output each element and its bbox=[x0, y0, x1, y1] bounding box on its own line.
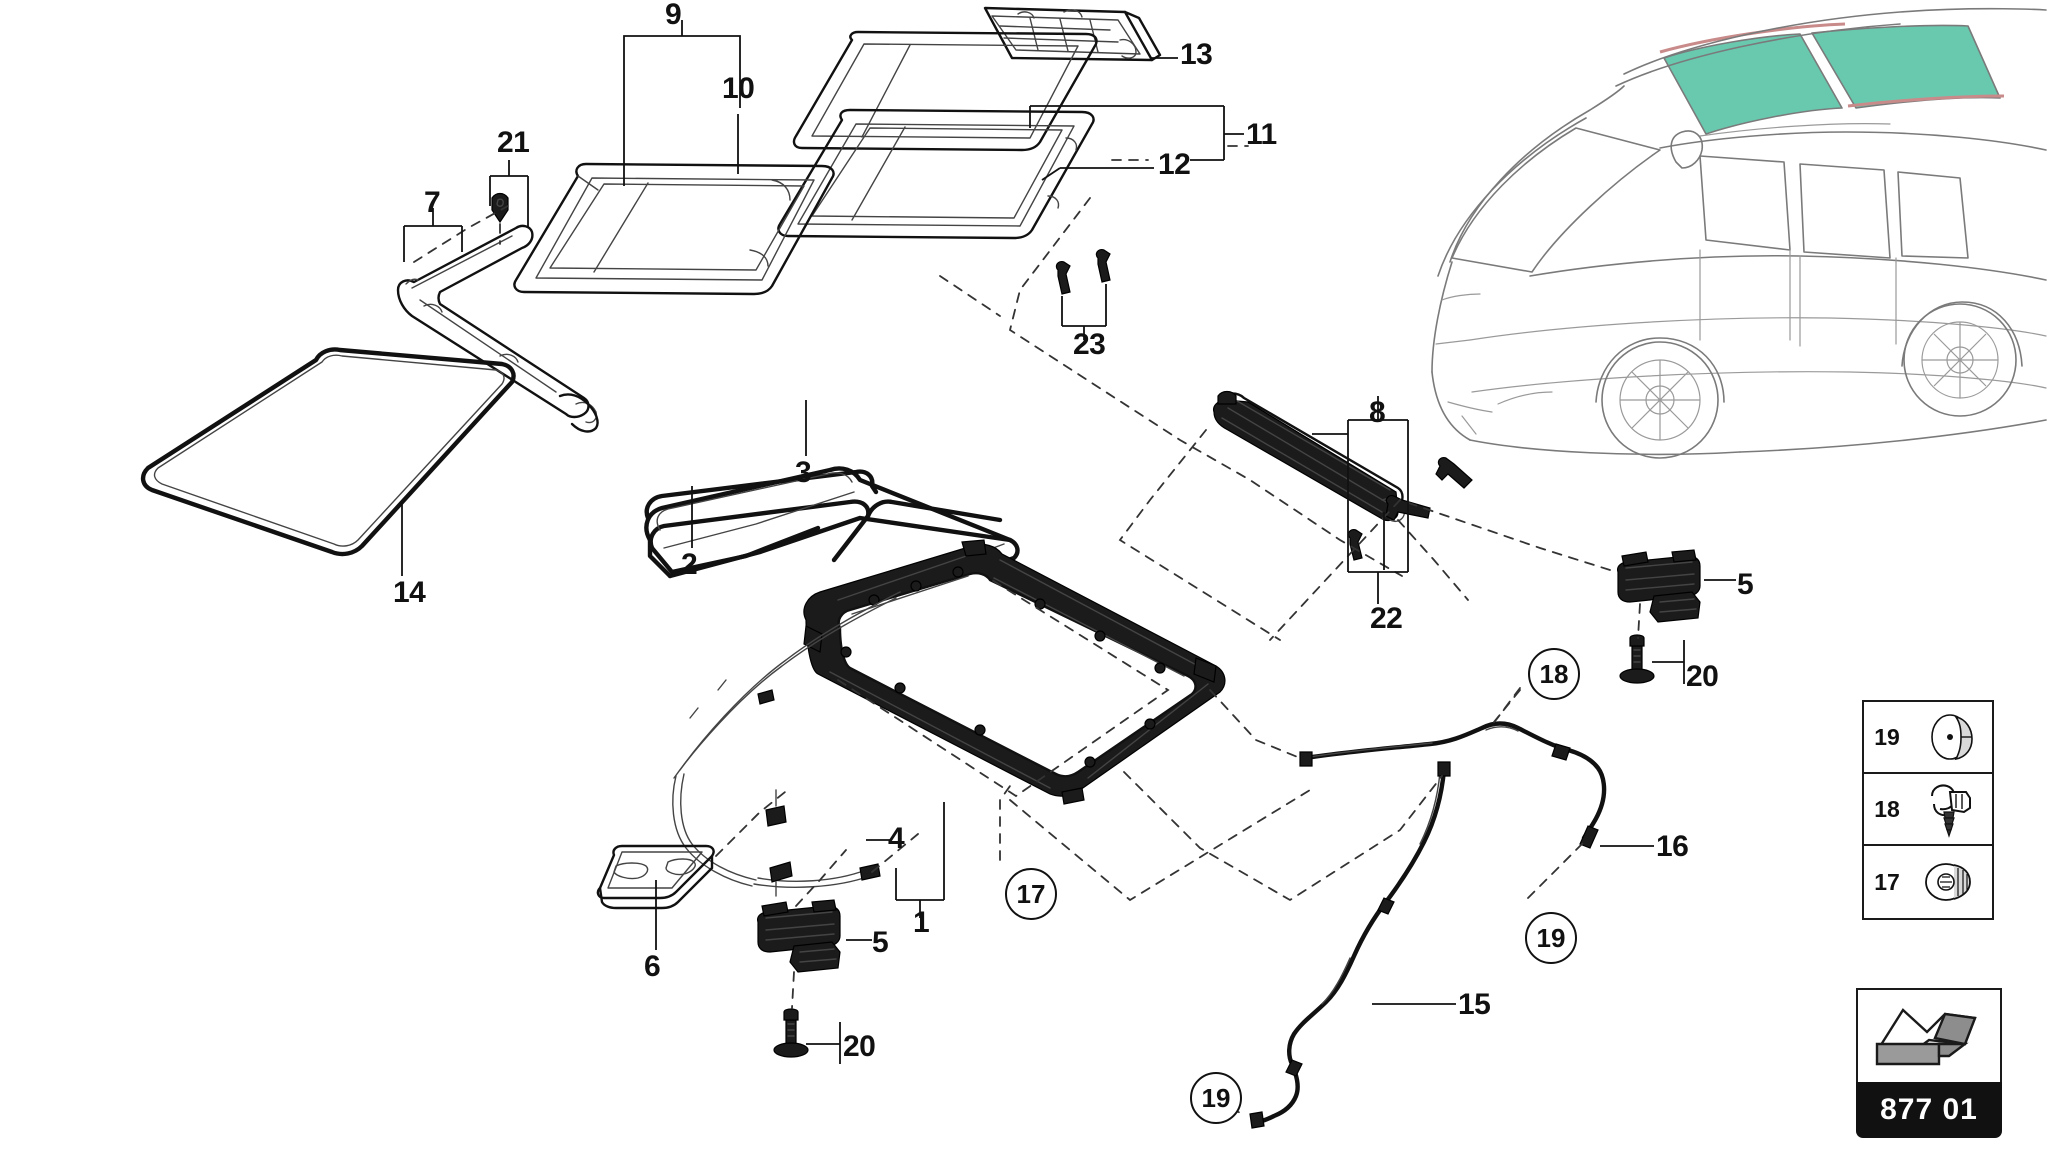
assembly-dashed-lines bbox=[413, 145, 1641, 1117]
circled-callout-18: 18 bbox=[1528, 648, 1580, 700]
part-2-3-frame-seal bbox=[644, 466, 1020, 607]
legend-number-19: 19 bbox=[1874, 723, 1900, 750]
callout-5-center: 5 bbox=[872, 926, 889, 959]
callout-16: 16 bbox=[1656, 830, 1689, 863]
part-7-front-deflector bbox=[396, 224, 599, 433]
callout-20-right: 20 bbox=[1686, 660, 1719, 693]
circled-callout-17: 17 bbox=[1005, 868, 1057, 920]
callout-21: 21 bbox=[497, 126, 530, 159]
legend-row-18: 18 bbox=[1864, 774, 1992, 846]
callout-8: 8 bbox=[1369, 396, 1386, 429]
callout-11: 11 bbox=[1246, 118, 1277, 151]
legend-table: 19 18 bbox=[1862, 700, 1994, 920]
callout-14: 14 bbox=[393, 576, 426, 609]
part-5b-drive-motor bbox=[1617, 549, 1701, 623]
callout-22: 22 bbox=[1370, 602, 1403, 635]
page-code-label: 877 01 bbox=[1856, 1082, 2002, 1138]
legend-row-19: 19 bbox=[1864, 702, 1992, 774]
part-1-sunroof-frame bbox=[803, 539, 1226, 805]
part-16-drain-hose-short bbox=[1299, 721, 1607, 849]
page-code-plate: 877 01 bbox=[1856, 988, 2002, 1140]
round-plug-cap-icon bbox=[1910, 702, 1992, 772]
part-20a-screw bbox=[773, 1008, 809, 1058]
vehicle-reference-illustration bbox=[1431, 7, 2047, 459]
callout-15: 15 bbox=[1458, 988, 1491, 1021]
circled-callout-19-b: 19 bbox=[1190, 1072, 1242, 1124]
part-20b-screw bbox=[1619, 634, 1655, 684]
callout-9: 9 bbox=[665, 0, 682, 31]
hose-clip-icon bbox=[1910, 774, 1992, 844]
callout-leaders bbox=[401, 20, 1736, 1064]
legend-row-17: 17 bbox=[1864, 846, 1992, 918]
legend-number-18: 18 bbox=[1874, 795, 1900, 822]
callout-20-center: 20 bbox=[843, 1030, 876, 1063]
circled-callout-19-a: 19 bbox=[1525, 912, 1577, 964]
callout-13: 13 bbox=[1180, 38, 1213, 71]
callout-12: 12 bbox=[1158, 148, 1191, 181]
callout-10: 10 bbox=[722, 72, 755, 105]
callout-7: 7 bbox=[424, 186, 441, 219]
callout-3: 3 bbox=[795, 456, 812, 489]
grommet-icon bbox=[1910, 846, 1992, 918]
part-5a-drive-motor bbox=[757, 899, 841, 973]
callout-6: 6 bbox=[644, 950, 661, 983]
part-6-control-module bbox=[596, 844, 715, 910]
callout-5-right: 5 bbox=[1737, 568, 1754, 601]
part-9-10-front-glass-panel bbox=[513, 162, 835, 296]
section-pictogram bbox=[1856, 988, 2002, 1084]
callout-1: 1 bbox=[913, 906, 930, 939]
legend-number-17: 17 bbox=[1874, 868, 1900, 895]
part-21-clip bbox=[491, 192, 509, 224]
callout-2: 2 bbox=[681, 548, 698, 581]
callout-23: 23 bbox=[1073, 328, 1106, 361]
part-4-wiring-harness bbox=[672, 591, 901, 897]
callout-4: 4 bbox=[888, 822, 905, 855]
part-13-wind-deflector bbox=[983, 6, 1162, 62]
part-23-screws bbox=[1055, 249, 1111, 295]
part-14-roof-seal bbox=[140, 347, 516, 557]
part-11-12-rear-glass-and-seal bbox=[777, 30, 1098, 240]
part-15-drain-hose-long bbox=[1249, 761, 1451, 1129]
